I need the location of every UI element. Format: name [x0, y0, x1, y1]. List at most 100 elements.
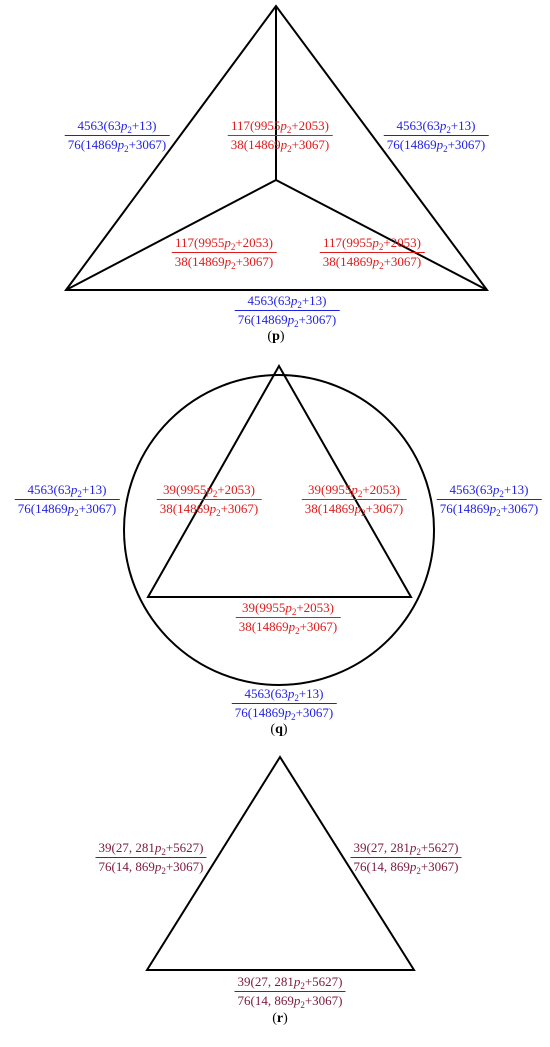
fraction-denominator-variable: p — [288, 619, 296, 634]
fraction-numerator: 4563(63p2+13) — [231, 686, 337, 704]
fraction-numerator: 117(9955p2+2053) — [171, 235, 277, 253]
panel-p-label-right-edge: 4563(63p2+13)76(14869p2+3067) — [383, 118, 489, 154]
fraction-denominator-variable: p — [117, 137, 125, 152]
fraction-denominator: 76(14869p2+3067) — [437, 500, 542, 518]
fraction-denominator-suffix: +3067) — [165, 859, 204, 874]
fraction-numerator-variable: p — [439, 118, 447, 133]
fraction-denominator-index: 2 — [291, 712, 296, 722]
fraction-denominator-prefix: 38(14869 — [159, 501, 210, 516]
fraction-numerator-prefix: 117(9955 — [322, 235, 373, 250]
fraction-denominator-suffix: +3067) — [420, 859, 459, 874]
fraction-numerator-suffix: +13) — [450, 118, 476, 133]
fraction-denominator-index: 2 — [216, 508, 221, 518]
fraction-denominator-prefix: 76(14, 869 — [237, 993, 294, 1008]
panel-p-label-left-edge: 4563(63 p2 +13) 76(14869p2+3067) — [64, 118, 170, 154]
fraction-numerator-index: 2 — [294, 693, 299, 703]
fraction-denominator: 76(14869p2+3067) — [15, 500, 120, 518]
fraction-numerator-variable: p — [224, 235, 231, 250]
fraction-numerator-prefix: 4563(63 — [77, 118, 121, 133]
fraction-denominator-prefix: 38(14869 — [174, 254, 225, 269]
fraction-denominator-index: 2 — [300, 1000, 305, 1010]
fraction-denominator: 38(14869p2+3067) — [228, 136, 333, 154]
fraction-numerator-suffix: +2053) — [235, 235, 274, 250]
fraction-denominator-variable: p — [224, 254, 232, 269]
fraction-denominator-index: 2 — [74, 508, 79, 518]
fraction-denominator-variable: p — [436, 137, 444, 152]
fraction-numerator-prefix: 4563(63 — [449, 482, 493, 497]
panel-p-outer-triangle — [64, 4, 489, 291]
fraction-denominator-index: 2 — [231, 261, 236, 271]
fraction-numerator-variable: p — [372, 235, 379, 250]
fraction-numerator-suffix: +2053) — [296, 600, 335, 615]
fraction-numerator-prefix: 39(9955 — [307, 482, 352, 497]
fraction-denominator-prefix: 76(14869 — [234, 705, 285, 720]
fraction-numerator-suffix: +13) — [301, 293, 327, 308]
fraction-numerator-suffix: +13) — [503, 482, 529, 497]
fraction-denominator-prefix: 38(14869 — [230, 137, 281, 152]
fraction-denominator-variable: p — [354, 501, 362, 516]
fraction-numerator: 39(9955p2+2053) — [301, 482, 407, 500]
fraction-numerator-prefix: 4563(63 — [396, 118, 440, 133]
fraction-denominator-variable: p — [67, 501, 75, 516]
fraction-denominator-suffix: +3067) — [299, 619, 338, 634]
fraction-numerator-index: 2 — [297, 300, 302, 310]
fraction-numerator-variable: p — [285, 600, 292, 615]
fraction-denominator-prefix: 76(14869 — [386, 137, 437, 152]
fraction-numerator-prefix: 4563(63 — [27, 482, 71, 497]
fraction-denominator-index: 2 — [379, 261, 384, 271]
fraction-numerator-variable: p — [154, 840, 162, 855]
fraction-denominator-suffix: +3067) — [220, 501, 259, 516]
panel-p-edge-right-center — [275, 179, 488, 291]
fraction-numerator-variable: p — [293, 974, 301, 989]
fraction-numerator-variable: p — [287, 686, 295, 701]
fraction-numerator-index: 2 — [230, 242, 236, 252]
fraction-denominator: 76(14, 869p2+3067) — [350, 858, 461, 876]
fraction-denominator-suffix: +3067) — [295, 705, 334, 720]
fraction-numerator-prefix: 4563(63 — [244, 686, 288, 701]
fraction-numerator-variable: p — [70, 482, 78, 497]
fraction-numerator-variable: p — [409, 840, 417, 855]
fraction-denominator-index: 2 — [124, 144, 129, 154]
fraction-denominator: 38(14869p2+3067) — [320, 253, 425, 271]
fraction-numerator-suffix: +13) — [131, 118, 157, 133]
fraction-numerator-suffix: +5627) — [420, 840, 459, 855]
fraction-numerator-variable: p — [206, 482, 213, 497]
fraction-numerator: 4563(63p2+13) — [14, 482, 120, 500]
panel-p-label-bottom-edge: 4563(63p2+13) 76(14869p2+3067) — [234, 293, 340, 329]
panel-p-graph — [64, 4, 489, 291]
fraction-numerator-suffix: +2053) — [217, 482, 256, 497]
fraction-numerator-suffix: +2053) — [291, 118, 330, 133]
fraction-numerator: 4563(63p2+13) — [383, 118, 489, 136]
fraction-denominator-index: 2 — [416, 866, 421, 876]
fraction-denominator-variable: p — [409, 859, 417, 874]
fraction-denominator-index: 2 — [287, 144, 292, 154]
fraction-denominator-prefix: 76(14869 — [17, 501, 68, 516]
fraction-denominator-variable: p — [284, 705, 292, 720]
fraction-denominator-suffix: +3067) — [383, 254, 422, 269]
fraction-numerator-prefix: 39(27, 281 — [353, 840, 410, 855]
fraction-numerator: 4563(63p2+13) — [436, 482, 542, 500]
fraction-denominator-prefix: 38(14869 — [322, 254, 373, 269]
fraction-denominator-variable: p — [372, 254, 380, 269]
fraction-denominator: 76(14869p2+3067) — [235, 311, 340, 329]
fraction-numerator-prefix: 117(9955 — [174, 235, 225, 250]
fraction-numerator: 39(9955p2+2053) — [235, 600, 341, 618]
fraction-numerator: 39(9955p2+2053) — [156, 482, 262, 500]
panel-p-label-top-spoke: 117(9955p2+2053)38(14869p2+3067) — [227, 118, 333, 154]
panel-r-label-right-side: 39(27, 281p2+5627)76(14, 869p2+3067) — [350, 840, 462, 876]
fraction-numerator: 39(27, 281p2+5627) — [234, 974, 346, 992]
fraction-numerator-index: 2 — [286, 125, 292, 135]
fraction-denominator-variable: p — [293, 993, 301, 1008]
fraction-denominator-index: 2 — [443, 144, 448, 154]
fraction-denominator-prefix: 38(14869 — [238, 619, 289, 634]
fraction-numerator-index: 2 — [291, 607, 297, 617]
fraction-numerator-index: 2 — [499, 489, 504, 499]
fraction-denominator: 76(14869p2+3067) — [65, 136, 170, 154]
fraction-numerator-index: 2 — [416, 847, 421, 857]
fraction-numerator-variable: p — [290, 293, 298, 308]
fraction-denominator-suffix: +3067) — [235, 254, 274, 269]
fraction-denominator-suffix: +3067) — [291, 137, 330, 152]
fraction-numerator-suffix: +2053) — [362, 482, 401, 497]
fraction-numerator-prefix: 4563(63 — [247, 293, 291, 308]
